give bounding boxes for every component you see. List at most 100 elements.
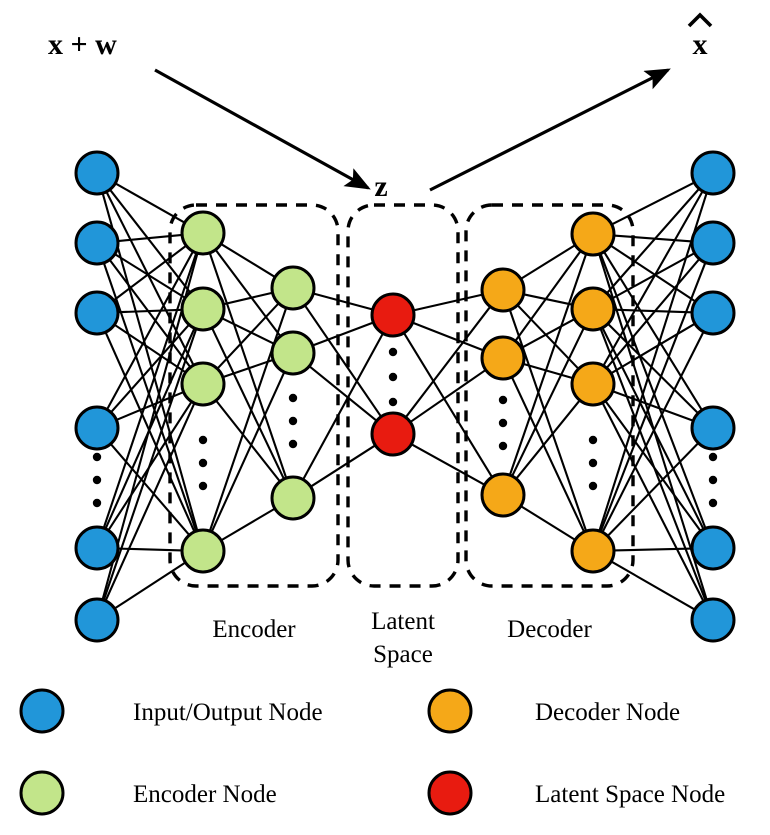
node-decoder bbox=[570, 286, 616, 332]
group-label-text-line2: Space bbox=[373, 641, 433, 668]
connection-line bbox=[215, 399, 281, 483]
connection-line bbox=[102, 328, 198, 601]
connection-line bbox=[514, 250, 582, 342]
ellipsis-dot bbox=[288, 439, 298, 449]
legend-item-decoder-node: Decoder Node bbox=[427, 688, 680, 734]
legend-item-encoder-node: Encoder Node bbox=[19, 770, 277, 816]
connection-line bbox=[304, 304, 382, 418]
ellipsis-dot bbox=[92, 475, 102, 485]
input-arrow bbox=[154, 68, 371, 190]
legend-label-encoder-node: Encoder Node bbox=[133, 781, 277, 808]
legend-swatch-encoder-node bbox=[19, 770, 65, 816]
connection-line bbox=[510, 376, 586, 533]
node-latent bbox=[370, 411, 416, 457]
connection-line bbox=[610, 252, 696, 300]
connection-line bbox=[515, 399, 581, 480]
ellipsis-dot bbox=[198, 435, 208, 445]
connection-line bbox=[601, 402, 705, 602]
connection-line bbox=[117, 308, 183, 314]
connection-line bbox=[220, 507, 276, 542]
vertical-ellipsis-decoder-2 bbox=[588, 435, 598, 491]
ellipsis-dot bbox=[708, 498, 718, 508]
output-expression-text: x bbox=[693, 28, 708, 61]
edge-group-input-to-encoder-1 bbox=[101, 182, 199, 610]
connection-line bbox=[612, 390, 694, 422]
input-expression-label: x + w bbox=[48, 28, 117, 61]
ellipsis-dot bbox=[498, 418, 508, 428]
node-input-output bbox=[690, 525, 736, 571]
connection-line bbox=[613, 547, 693, 552]
legend-label-input-output-node: Input/Output Node bbox=[133, 699, 323, 726]
output-arrow bbox=[429, 68, 671, 192]
vertical-ellipsis-encoder-1 bbox=[198, 435, 208, 491]
node-encoder bbox=[270, 265, 316, 311]
connection-line bbox=[520, 318, 576, 349]
connection-line bbox=[211, 327, 285, 480]
node-layer bbox=[74, 150, 736, 643]
connection-line bbox=[413, 293, 483, 312]
node-encoder bbox=[180, 210, 226, 256]
connection-line bbox=[412, 321, 484, 352]
connection-line bbox=[208, 252, 288, 479]
vertical-ellipsis-latent bbox=[388, 347, 398, 407]
connection-line bbox=[604, 400, 702, 532]
node-input-output bbox=[74, 150, 120, 196]
vertical-ellipsis-output bbox=[708, 452, 718, 508]
connection-line bbox=[104, 402, 196, 602]
node-decoder bbox=[480, 267, 526, 313]
legend-label-decoder-node: Decoder Node bbox=[535, 699, 680, 726]
node-decoder bbox=[480, 472, 526, 518]
ellipsis-dot bbox=[388, 347, 398, 357]
ellipsis-dot bbox=[92, 498, 102, 508]
ellipsis-dot bbox=[92, 452, 102, 462]
connection-line bbox=[403, 332, 493, 478]
connection-line bbox=[214, 249, 282, 337]
connection-line bbox=[520, 505, 576, 541]
layer-input bbox=[74, 150, 120, 643]
ellipsis-dot bbox=[498, 441, 508, 451]
connection-line bbox=[606, 188, 700, 294]
node-input-output bbox=[690, 405, 736, 451]
connection-line bbox=[114, 253, 186, 299]
connection-line bbox=[520, 244, 576, 280]
node-decoder bbox=[570, 361, 616, 407]
connection-line bbox=[599, 253, 707, 529]
legend-swatch-decoder-node bbox=[427, 688, 473, 734]
connection-line bbox=[605, 258, 701, 369]
connection-line bbox=[523, 293, 573, 306]
connection-line bbox=[609, 244, 697, 303]
layer-latent bbox=[370, 292, 416, 457]
connection-line bbox=[313, 292, 373, 311]
group-label-text: Encoder bbox=[212, 616, 296, 643]
node-input-output bbox=[74, 405, 120, 451]
ellipsis-dot bbox=[288, 416, 298, 426]
connection-line bbox=[310, 444, 376, 488]
connection-line bbox=[606, 442, 700, 537]
connection-line bbox=[104, 331, 196, 533]
connection-line bbox=[114, 561, 186, 610]
connection-line bbox=[598, 192, 708, 532]
connection-line bbox=[613, 234, 693, 243]
connection-line bbox=[404, 306, 492, 418]
vertical-ellipsis-encoder-2 bbox=[288, 393, 298, 449]
connection-line bbox=[110, 323, 190, 414]
layer-decoder-1 bbox=[480, 267, 526, 518]
connection-line bbox=[302, 332, 384, 481]
ellipsis-dot bbox=[198, 458, 208, 468]
edge-layer bbox=[101, 181, 708, 611]
connection-line bbox=[409, 369, 487, 423]
connection-line bbox=[220, 243, 276, 278]
legend-label-latent-space-node: Latent Space Node bbox=[535, 781, 725, 808]
connection-line bbox=[223, 291, 273, 306]
ellipsis-dot bbox=[588, 435, 598, 445]
connection-line bbox=[222, 358, 274, 379]
node-encoder bbox=[180, 286, 226, 332]
legend-swatch-input-output-node bbox=[19, 688, 65, 734]
node-input-output bbox=[690, 597, 736, 643]
connection-line bbox=[611, 181, 695, 226]
group-label-text-line1: Latent bbox=[371, 608, 435, 635]
node-decoder bbox=[480, 335, 526, 381]
connection-line bbox=[106, 250, 194, 411]
